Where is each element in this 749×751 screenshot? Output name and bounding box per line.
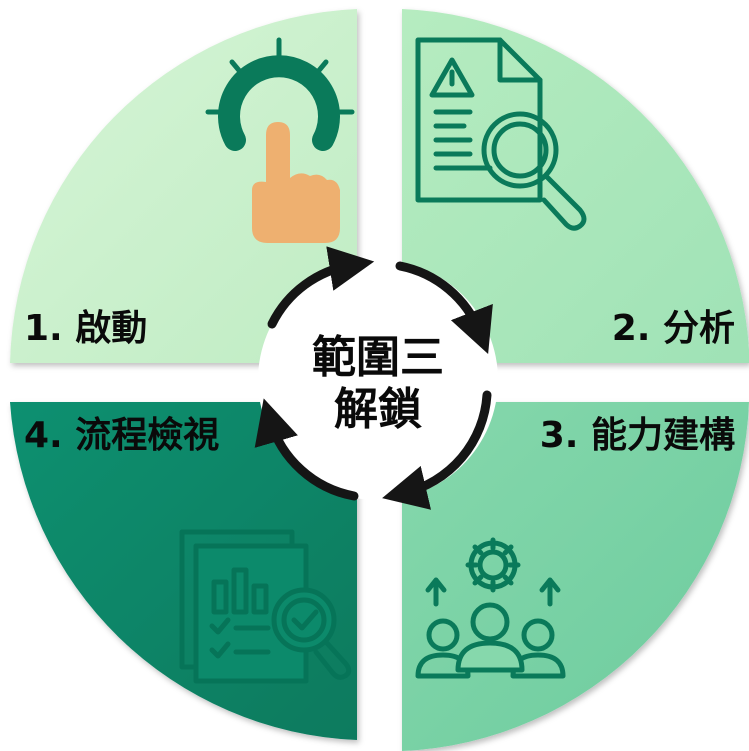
quadrant-label-start: 1. 啟動 [24,308,147,349]
quadrant-label-analysis: 2. 分析 [612,308,735,349]
cycle-arrow-top-left [267,246,375,329]
cycle-arrow-bottom-left [254,398,359,501]
quadrant-label-process-review: 4. 流程檢視 [24,414,219,456]
quadrant-start: 1. 啟動 [10,9,357,363]
report-review-icon [179,529,352,684]
quadrant-capacity-building: 3. 能力建構 [402,402,749,751]
quadrant-process-review: 4. 流程檢視 [10,402,357,740]
center-title-line1: 範圍三 [312,332,444,383]
quadrant-analysis: 2. 分析 [402,9,749,363]
cycle-arrows [254,246,493,510]
center-hub: 範圍三 解鎖 [258,260,498,500]
cycle-arrow-top-right [395,261,493,354]
center-title-line2: 解鎖 [334,384,422,435]
quadrant-label-capacity-building: 3. 能力建構 [540,415,735,456]
document-analysis-icon [415,37,587,231]
team-growth-icon [415,537,566,679]
button-press-icon [205,37,355,243]
cycle-arrow-bottom-right [382,390,492,510]
